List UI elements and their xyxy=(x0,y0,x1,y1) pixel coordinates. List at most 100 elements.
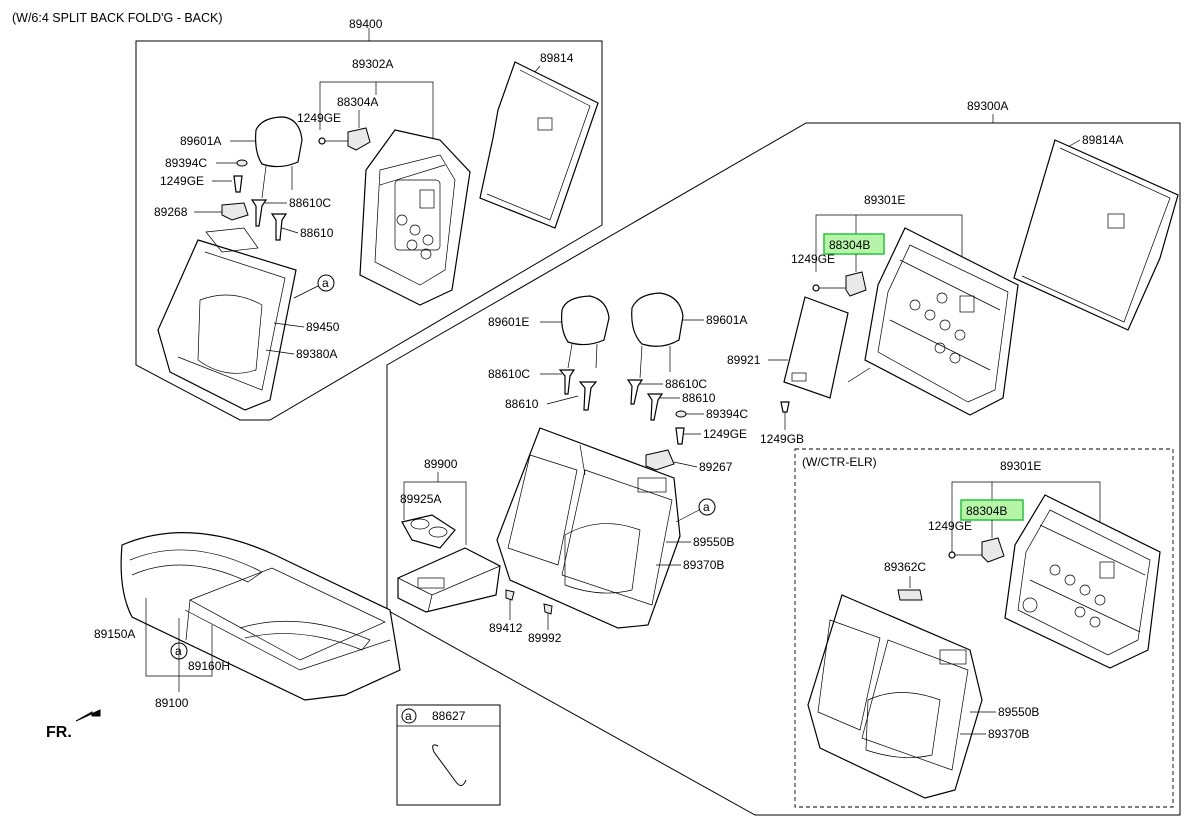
callout-a-left-label: a xyxy=(322,276,329,290)
callout-a-inset[interactable] xyxy=(401,708,417,724)
part-89370B-seatback xyxy=(496,427,681,629)
label-89300A[interactable]: 89300A xyxy=(967,99,1008,113)
label-89100[interactable]: 89100 xyxy=(155,696,189,710)
part-88304B-hook-b xyxy=(981,537,1005,563)
label-89370B-a[interactable]: 89370B xyxy=(683,558,724,572)
label-89601A-b[interactable]: 89601A xyxy=(706,313,747,327)
label-1249GE-e[interactable]: 1249GE xyxy=(928,519,972,533)
label-89394C-a[interactable]: 89394C xyxy=(165,156,207,170)
label-1249GE-b[interactable]: 1249GE xyxy=(160,174,204,188)
callout-a-left[interactable] xyxy=(317,274,335,292)
leader-88610-a xyxy=(281,227,299,234)
label-88610-c[interactable]: 88610 xyxy=(682,391,716,405)
group-box-89400 xyxy=(135,40,603,421)
leader-88610-b xyxy=(546,395,579,405)
label-89412[interactable]: 89412 xyxy=(489,621,523,635)
part-89301E-frame-b xyxy=(1004,494,1161,669)
label-89394C-b[interactable]: 89394C xyxy=(706,407,748,421)
leader-89380A xyxy=(265,349,295,355)
bolt-1249GE-a xyxy=(318,137,326,145)
part-89412 xyxy=(505,589,515,601)
part-88304A-hook xyxy=(347,127,371,151)
bracket-89900 xyxy=(403,481,467,545)
label-89400[interactable]: 89400 xyxy=(349,17,383,31)
part-89601A-headrest-b xyxy=(631,292,684,379)
label-89150A[interactable]: 89150A xyxy=(94,627,135,641)
front-arrow-icon xyxy=(75,709,101,722)
part-89394C-b xyxy=(675,410,687,418)
label-89900[interactable]: 89900 xyxy=(424,457,458,471)
bolt-1249GE-c xyxy=(812,284,820,292)
part-89268 xyxy=(221,202,249,221)
label-88610C-c[interactable]: 88610C xyxy=(665,377,707,391)
label-88610C-b[interactable]: 88610C xyxy=(488,367,530,381)
bolt-1249GE-e xyxy=(948,551,956,559)
callout-a-cushion[interactable] xyxy=(170,642,188,660)
label-89267[interactable]: 89267 xyxy=(699,460,733,474)
label-1249GE-d[interactable]: 1249GE xyxy=(703,427,747,441)
part-89992 xyxy=(543,603,553,615)
part-88610C-guide-a xyxy=(250,199,268,227)
label-88610-a[interactable]: 88610 xyxy=(300,226,334,240)
part-89814-cover xyxy=(479,61,599,229)
label-89814[interactable]: 89814 xyxy=(540,51,574,65)
leader-89267 xyxy=(673,461,698,468)
label-89814A[interactable]: 89814A xyxy=(1082,133,1123,147)
label-88610C-a[interactable]: 88610C xyxy=(289,196,331,210)
part-89814A-cover xyxy=(1013,139,1179,331)
part-88610-guide-c xyxy=(646,393,664,421)
leader-89450 xyxy=(273,322,305,328)
label-89992[interactable]: 89992 xyxy=(528,631,562,645)
inset-box-88627 xyxy=(396,704,501,806)
label-89160H[interactable]: 89160H xyxy=(188,659,230,673)
label-89550B-b[interactable]: 89550B xyxy=(998,705,1039,719)
bracket-89302A xyxy=(319,81,434,150)
part-88610C-guide-c xyxy=(626,379,644,405)
leader-89921-frame xyxy=(847,367,871,383)
label-89450[interactable]: 89450 xyxy=(306,320,340,334)
label-88304B-a[interactable]: 88304B xyxy=(829,238,870,252)
part-89302A-frame xyxy=(359,129,471,306)
label-ctr-elr: (W/CTR-ELR) xyxy=(802,455,877,469)
label-89921[interactable]: 89921 xyxy=(727,353,761,367)
diagram-title: (W/6:4 SPLIT BACK FOLD'G - BACK) xyxy=(12,11,223,25)
part-88304B-hook-a xyxy=(845,271,867,297)
label-89550B-a[interactable]: 89550B xyxy=(693,535,734,549)
bracket-89301E-b xyxy=(951,481,1101,555)
label-89302A[interactable]: 89302A xyxy=(352,57,393,71)
callout-a-cushion-label: a xyxy=(175,644,182,658)
label-88627[interactable]: 88627 xyxy=(432,709,466,723)
part-89301E-frame-a xyxy=(864,227,1019,416)
label-89268[interactable]: 89268 xyxy=(154,205,188,219)
label-89380A[interactable]: 89380A xyxy=(296,347,337,361)
part-89100-seat-cushion xyxy=(120,532,401,701)
label-89362C[interactable]: 89362C xyxy=(884,560,926,574)
label-1249GE-c[interactable]: 1249GE xyxy=(791,252,835,266)
callout-a-center[interactable] xyxy=(698,498,716,516)
label-89925A[interactable]: 89925A xyxy=(400,492,441,506)
label-88610-b[interactable]: 88610 xyxy=(505,397,539,411)
part-88610-guide-b xyxy=(578,381,598,411)
bracket-89301E-a xyxy=(815,214,963,272)
label-1249GB[interactable]: 1249GB xyxy=(760,432,804,446)
label-1249GE-a[interactable]: 1249GE xyxy=(297,111,341,125)
part-89900-armrest xyxy=(397,547,501,613)
part-89921-panel xyxy=(783,296,849,399)
bolt-1249GB xyxy=(780,401,790,413)
part-89394C-a xyxy=(236,159,248,167)
label-88304B-b[interactable]: 88304B xyxy=(966,504,1007,518)
label-89370B-b[interactable]: 89370B xyxy=(988,727,1029,741)
label-89601E[interactable]: 89601E xyxy=(488,315,529,329)
part-89362C xyxy=(897,589,923,601)
part-89601A-headrest-a xyxy=(255,116,303,199)
label-89601A-a[interactable]: 89601A xyxy=(180,134,221,148)
leader-callout-a-center xyxy=(675,509,700,523)
label-89301E-a[interactable]: 89301E xyxy=(864,193,905,207)
leader-callout-a-left xyxy=(293,285,319,299)
label-89301E-b[interactable]: 89301E xyxy=(1000,459,1041,473)
bolt-1249GE-d xyxy=(675,427,685,445)
callout-a-center-label: a xyxy=(703,500,710,514)
part-89267 xyxy=(645,449,675,471)
label-88304A[interactable]: 88304A xyxy=(337,95,378,109)
